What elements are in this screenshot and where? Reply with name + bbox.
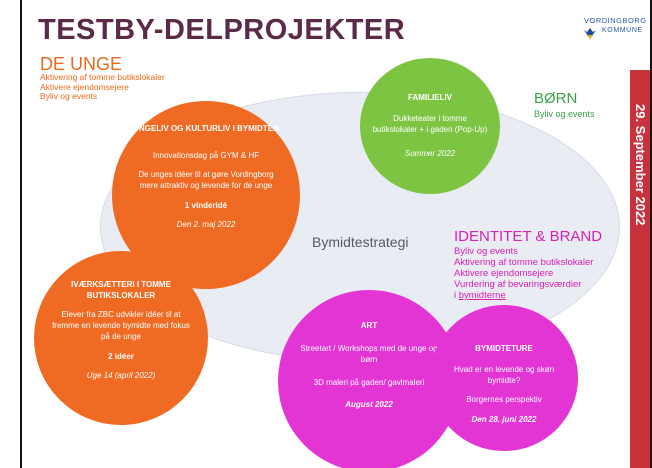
de-unge-list: Aktivering af tomme butikslokaler Aktive… [40, 72, 165, 102]
crown-icon [584, 28, 596, 40]
circle-art: ART Streetart / Workshops med de unge og… [278, 290, 460, 468]
identitet-line-last: i bymidterne [454, 290, 593, 301]
circle-text: Borgernes perspektiv [466, 395, 542, 404]
circle-title: FAMILIELIV [408, 93, 452, 102]
circle-text: Elever fra ZBC udvikler idéer til at fre… [52, 310, 190, 341]
de-unge-line: Aktivere ejendomsejere [40, 81, 129, 92]
de-unge-line: Aktivering af tomme butikslokaler [40, 72, 165, 82]
born-heading: BØRN [534, 90, 578, 107]
logo-line-1: VORDINGBORG [584, 16, 647, 25]
circle-text: 3D maleri på gaden/ gavlmaleri [313, 378, 425, 387]
identitet-last-prefix: i [454, 290, 459, 301]
circle-date: Uge 14 (april 2022) [86, 371, 156, 380]
circle-text: Dukketeater i tomme butikslokaler + i ga… [372, 114, 488, 134]
de-unge-heading: DE UNGE [40, 54, 123, 74]
circle-familieliv: FAMILIELIV Dukketeater i tomme butikslok… [360, 58, 500, 194]
circle-date: August 2022 [345, 400, 393, 409]
identitet-list: Byliv og events Aktivering af tomme buti… [454, 246, 593, 301]
circle-text: Streetart / Workshops med de unge og bør… [300, 344, 438, 364]
identitet-line: Byliv og events [454, 246, 518, 257]
circle-date: Den 2. maj 2022 [176, 220, 236, 229]
circle-title: BYMIDTETURE [475, 344, 533, 353]
identitet-line: Aktivere ejendomsejere [454, 268, 554, 279]
born-line: Byliv og events [534, 109, 595, 119]
circle-date: Sommer 2022 [404, 149, 456, 158]
identitet-line: Aktivering af tomme butikslokaler [454, 257, 594, 268]
circle-date: Den 28. juni 2022 [471, 415, 537, 424]
slide: TESTBY-DELPROJEKTER VORDINGBORG KOMMUNE … [20, 0, 652, 468]
circle-title: ART [360, 321, 378, 330]
circle-title: UNGELIV OG KULTURLIV I BYMIDTEN [133, 124, 279, 133]
circle-result: 2 idéer [108, 352, 134, 361]
identitet-line: Vurdering af bevaringsværdier [454, 279, 582, 290]
circle-text: De unges idéer til at gøre Vordingborg m… [138, 170, 274, 190]
logo-line-2: KOMMUNE [602, 27, 643, 34]
date-sidebar: 29. September 2022 [630, 70, 650, 468]
circle-result: 1 vinderidé [184, 201, 228, 210]
circle-title: IVÆRKSÆTTERI I TOMME BUTIKSLOKALER [71, 280, 171, 300]
identitet-heading: IDENTITET & BRAND [454, 228, 603, 245]
circle-text: Innovationsdag på GYM & HF [152, 151, 260, 160]
identitet-link[interactable]: bymidterne [458, 290, 506, 301]
center-label: Bymidtestrategi [312, 234, 409, 250]
municipality-logo: VORDINGBORG KOMMUNE [574, 16, 650, 50]
de-unge-line: Byliv og events [40, 91, 98, 101]
slide-title: TESTBY-DELPROJEKTER [38, 14, 406, 46]
sidebar-date: 29. September 2022 [633, 104, 648, 226]
circle-ivaerksaetteri: IVÆRKSÆTTERI I TOMME BUTIKSLOKALER Eleve… [34, 251, 208, 425]
circle-text: Hvad er en levende og skøn bymidte? [453, 365, 555, 385]
circle-bymidteture: BYMIDTETURE Hvad er en levende og skøn b… [430, 305, 578, 451]
